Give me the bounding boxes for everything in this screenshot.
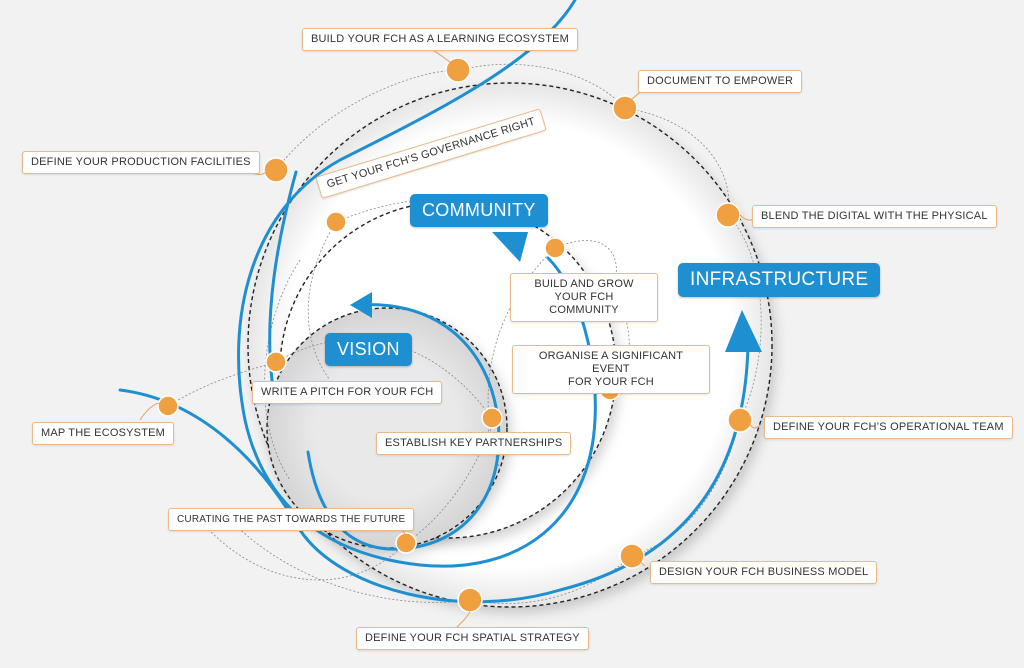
node-operational-team[interactable] — [727, 407, 753, 433]
label-build-community: BUILD AND GROW YOUR FCH COMMUNITY — [510, 273, 658, 322]
label-operational-team: DEFINE YOUR FCH’S OPERATIONAL TEAM — [764, 416, 1013, 439]
node-document-to-empower[interactable] — [612, 95, 638, 121]
node-blend-digital[interactable] — [715, 202, 741, 228]
label-organise-event-line1: ORGANISE A SIGNIFICANT EVENT — [538, 350, 684, 375]
label-build-community-line1: BUILD AND GROW — [534, 278, 634, 290]
node-curating-past[interactable] — [395, 532, 417, 554]
node-key-partnerships[interactable] — [481, 407, 503, 429]
label-spatial-strategy: DEFINE YOUR FCH SPATIAL STRATEGY — [356, 627, 589, 650]
label-document-to-empower: DOCUMENT TO EMPOWER — [638, 70, 803, 93]
label-map-ecosystem: MAP THE ECOSYSTEM — [32, 422, 175, 445]
title-community: COMMUNITY — [410, 194, 548, 227]
infrastructure-dashed-ring — [247, 82, 773, 608]
title-vision: VISION — [325, 333, 412, 366]
node-build-community[interactable] — [544, 237, 566, 259]
community-arrow-head — [492, 232, 528, 262]
label-organise-event: ORGANISE A SIGNIFICANT EVENT FOR YOUR FC… — [512, 345, 710, 394]
infrastructure-arrow-head — [725, 310, 762, 352]
vision-arrow-head — [350, 292, 372, 318]
label-blend-digital: BLEND THE DIGITAL WITH THE PHYSICAL — [752, 205, 997, 228]
node-governance[interactable] — [325, 211, 347, 233]
node-business-model[interactable] — [619, 543, 645, 569]
label-key-partnerships: ESTABLISH KEY PARTNERSHIPS — [376, 432, 572, 455]
label-build-community-line2: YOUR FCH COMMUNITY — [549, 291, 619, 316]
label-production-facilities: DEFINE YOUR PRODUCTION FACILITIES — [22, 151, 260, 174]
vision-circle — [267, 308, 507, 548]
label-organise-event-line2: FOR YOUR FCH — [568, 376, 654, 388]
label-business-model: DESIGN YOUR FCH BUSINESS MODEL — [650, 561, 878, 584]
label-learning-ecosystem: BUILD YOUR FCH AS A LEARNING ECOSYSTEM — [302, 28, 579, 51]
node-write-pitch[interactable] — [265, 351, 287, 373]
node-spatial-strategy[interactable] — [457, 587, 483, 613]
node-map-ecosystem[interactable] — [157, 395, 179, 417]
label-curating-past: CURATING THE PAST TOWARDS THE FUTURE — [168, 508, 415, 531]
label-write-pitch: WRITE A PITCH FOR YOUR FCH — [252, 381, 443, 404]
node-production-facilities[interactable] — [263, 157, 289, 183]
vision-dashed-ring — [266, 307, 508, 549]
title-infrastructure: INFRASTRUCTURE — [678, 263, 881, 297]
